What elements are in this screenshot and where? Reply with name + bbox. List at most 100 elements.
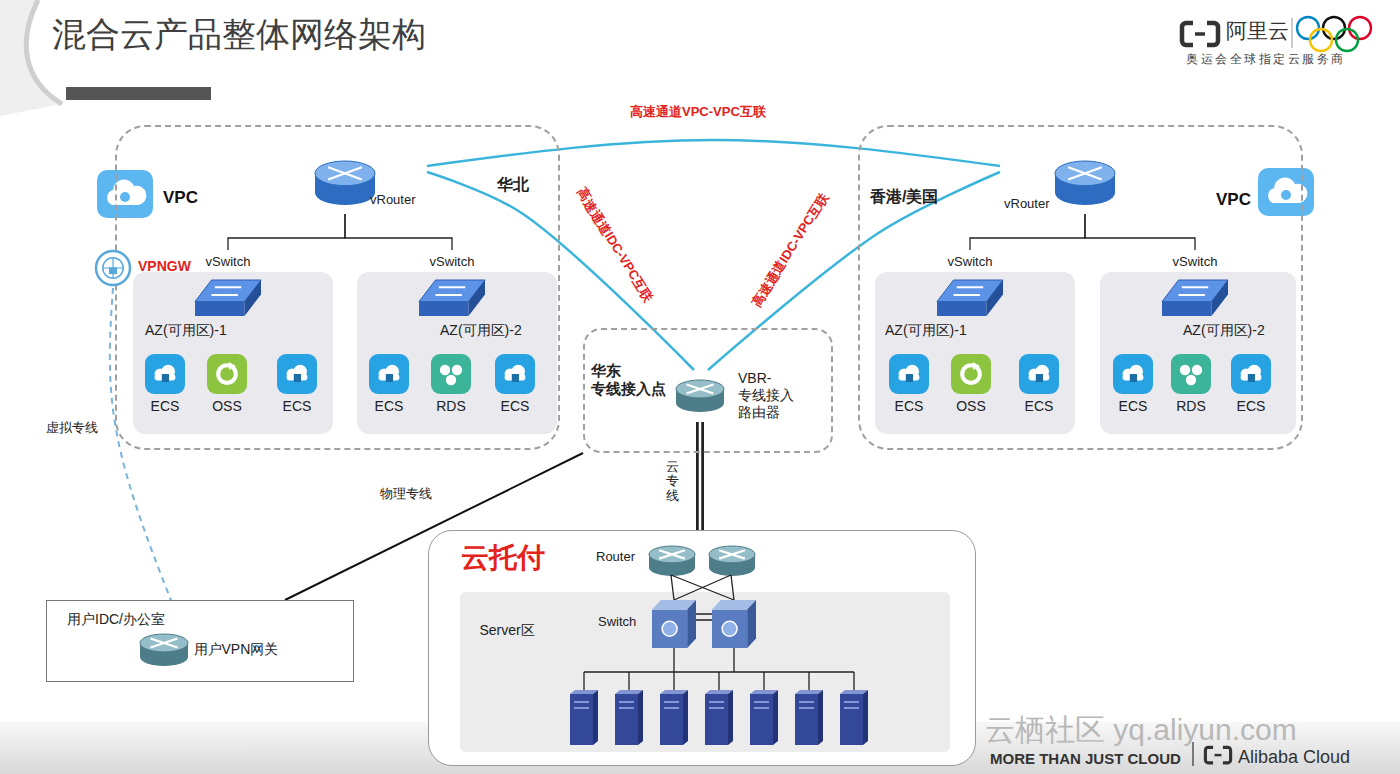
vrouter-icon xyxy=(1055,161,1115,205)
connector xyxy=(228,214,345,250)
connector xyxy=(1085,214,1195,250)
title-text: 混合云产品整体网络架构 xyxy=(52,14,426,55)
server-drop-wire xyxy=(718,672,719,690)
ecs-icon xyxy=(1019,354,1059,394)
zone-box: vSwitchAZ(可用区)-2ECS RDS ECS xyxy=(357,250,557,434)
zone-box: vSwitchAZ(可用区)-1ECSOSSECS xyxy=(875,250,1075,434)
node-text: ECS xyxy=(1119,398,1148,415)
cloud-service-icon: RDS xyxy=(428,354,474,422)
node-text: ECS xyxy=(1025,398,1054,415)
label-text: VPC xyxy=(163,188,198,208)
oss-icon xyxy=(951,354,991,394)
ecs-icon xyxy=(277,354,317,394)
label-text: 奥运会全球指定云服务商 xyxy=(1186,52,1346,66)
server-icon xyxy=(615,690,643,745)
node-text: 华北 xyxy=(497,175,529,194)
node-text: 用户VPN网关 xyxy=(194,641,279,658)
region-box: 香港/美国vRoutervSwitchAZ(可用区)-1ECSOSSECSvSw… xyxy=(858,125,1303,450)
server-drop-wire xyxy=(853,672,854,690)
node-text: vRouter xyxy=(1004,196,1050,212)
cswitch-icon xyxy=(652,600,696,648)
rds-icon xyxy=(1171,354,1211,394)
vrouter-icon xyxy=(315,161,375,205)
node-text: AZ(可用区)-2 xyxy=(1183,322,1265,339)
label-text: VPC xyxy=(1216,190,1251,210)
connector xyxy=(696,422,704,530)
label-text: MORE THAN JUST CLOUD xyxy=(990,750,1181,768)
ecs-icon xyxy=(1113,354,1153,394)
vpngw-icon xyxy=(96,251,130,285)
node-text: 华东 专线接入点 xyxy=(591,362,675,398)
cloud-service-icon: OSS xyxy=(204,354,250,422)
crouter-icon xyxy=(676,380,724,412)
zone-ground xyxy=(133,272,333,434)
server-drop-wire xyxy=(628,672,629,690)
server-icon xyxy=(795,690,823,745)
cloud-service-icon: ECS xyxy=(274,354,320,422)
cloud-service-icon: ECS xyxy=(1228,354,1274,422)
vpn-gateway-node: 用户VPN网关 xyxy=(140,632,300,668)
zone-box: vSwitchAZ(可用区)-2ECS RDS ECS xyxy=(1100,250,1296,434)
node-text: vRouter xyxy=(370,192,416,208)
cable-inner-gap xyxy=(699,422,702,530)
cloud-service-icon: RDS xyxy=(1168,354,1214,422)
access-point-box: 华东 专线接入点VBR- 专线接入 路由器 xyxy=(583,328,833,453)
zone-ground xyxy=(357,272,557,434)
cloud-service-icon: ECS xyxy=(492,354,538,422)
vpc-icon xyxy=(97,170,153,218)
node-text: ECS xyxy=(151,398,180,415)
oss-icon xyxy=(207,354,247,394)
ecs-icon xyxy=(495,354,535,394)
label-text: Router xyxy=(596,549,635,565)
label-text: 云栖社区 yq.aliyun.com xyxy=(985,712,1297,748)
node-text: AZ(可用区)-2 xyxy=(440,322,522,339)
edge-label: 虚拟专线 xyxy=(44,420,100,436)
node-text: Server区 xyxy=(480,622,535,639)
connector xyxy=(427,140,1000,166)
server-drop-wire xyxy=(583,672,584,690)
ecs-icon xyxy=(145,354,185,394)
server-icon xyxy=(660,690,688,745)
idc-box: 用户IDC/办公室用户VPN网关 xyxy=(46,600,354,682)
edge-label: 高速通道IDC-VPC互联 xyxy=(747,188,832,311)
region-box: 华北vRoutervSwitchAZ(可用区)-1ECSOSSECSvSwitc… xyxy=(115,125,560,450)
node-text: OSS xyxy=(956,398,986,415)
title-bar xyxy=(66,87,211,100)
node-text: RDS xyxy=(1176,398,1206,415)
edge-label: 高速通道IDC-VPC互联 xyxy=(572,183,657,306)
node-text: AZ(可用区)-1 xyxy=(145,322,227,339)
label-text: Alibaba Cloud xyxy=(1238,747,1350,769)
connector xyxy=(345,214,452,250)
node-text: vSwitch xyxy=(430,254,475,270)
crouter-icon xyxy=(140,634,188,666)
node-text: ECS xyxy=(1237,398,1266,415)
edge-label: 物理专线 xyxy=(378,486,434,502)
vpc-icon xyxy=(1258,168,1314,216)
colocation-box: 云托付Server区 xyxy=(428,530,976,766)
node-text: 香港/美国 xyxy=(870,187,938,206)
vrouter-node: vRouter xyxy=(1000,158,1118,214)
crouter-icon xyxy=(709,546,755,576)
server-icon xyxy=(750,690,778,745)
label-text: 阿里云 xyxy=(1226,18,1289,43)
cloud-service-icon: ECS xyxy=(142,354,188,422)
footer-logo-symbol xyxy=(1205,747,1230,762)
vrouter-node: vRouter xyxy=(312,158,427,214)
node-text: 用户IDC/办公室 xyxy=(67,611,165,628)
node-text: vSwitch xyxy=(1173,254,1218,270)
node-text: ECS xyxy=(501,398,530,415)
node-text: ECS xyxy=(283,398,312,415)
node-text: vSwitch xyxy=(206,254,251,270)
vswitch-icon xyxy=(195,280,261,316)
cloud-service-icon: ECS xyxy=(366,354,412,422)
server-icon xyxy=(705,690,733,745)
node-text: AZ(可用区)-1 xyxy=(885,322,967,339)
node-text: vSwitch xyxy=(948,254,993,270)
vswitch-icon xyxy=(937,280,1003,316)
connector xyxy=(970,214,1085,250)
zone-ground xyxy=(875,272,1075,434)
server-drop-wire xyxy=(673,672,674,690)
server-icon xyxy=(570,690,598,745)
label-text: Switch xyxy=(598,614,636,630)
edge-label: 高速通道VPC-VPC互联 xyxy=(628,104,778,120)
